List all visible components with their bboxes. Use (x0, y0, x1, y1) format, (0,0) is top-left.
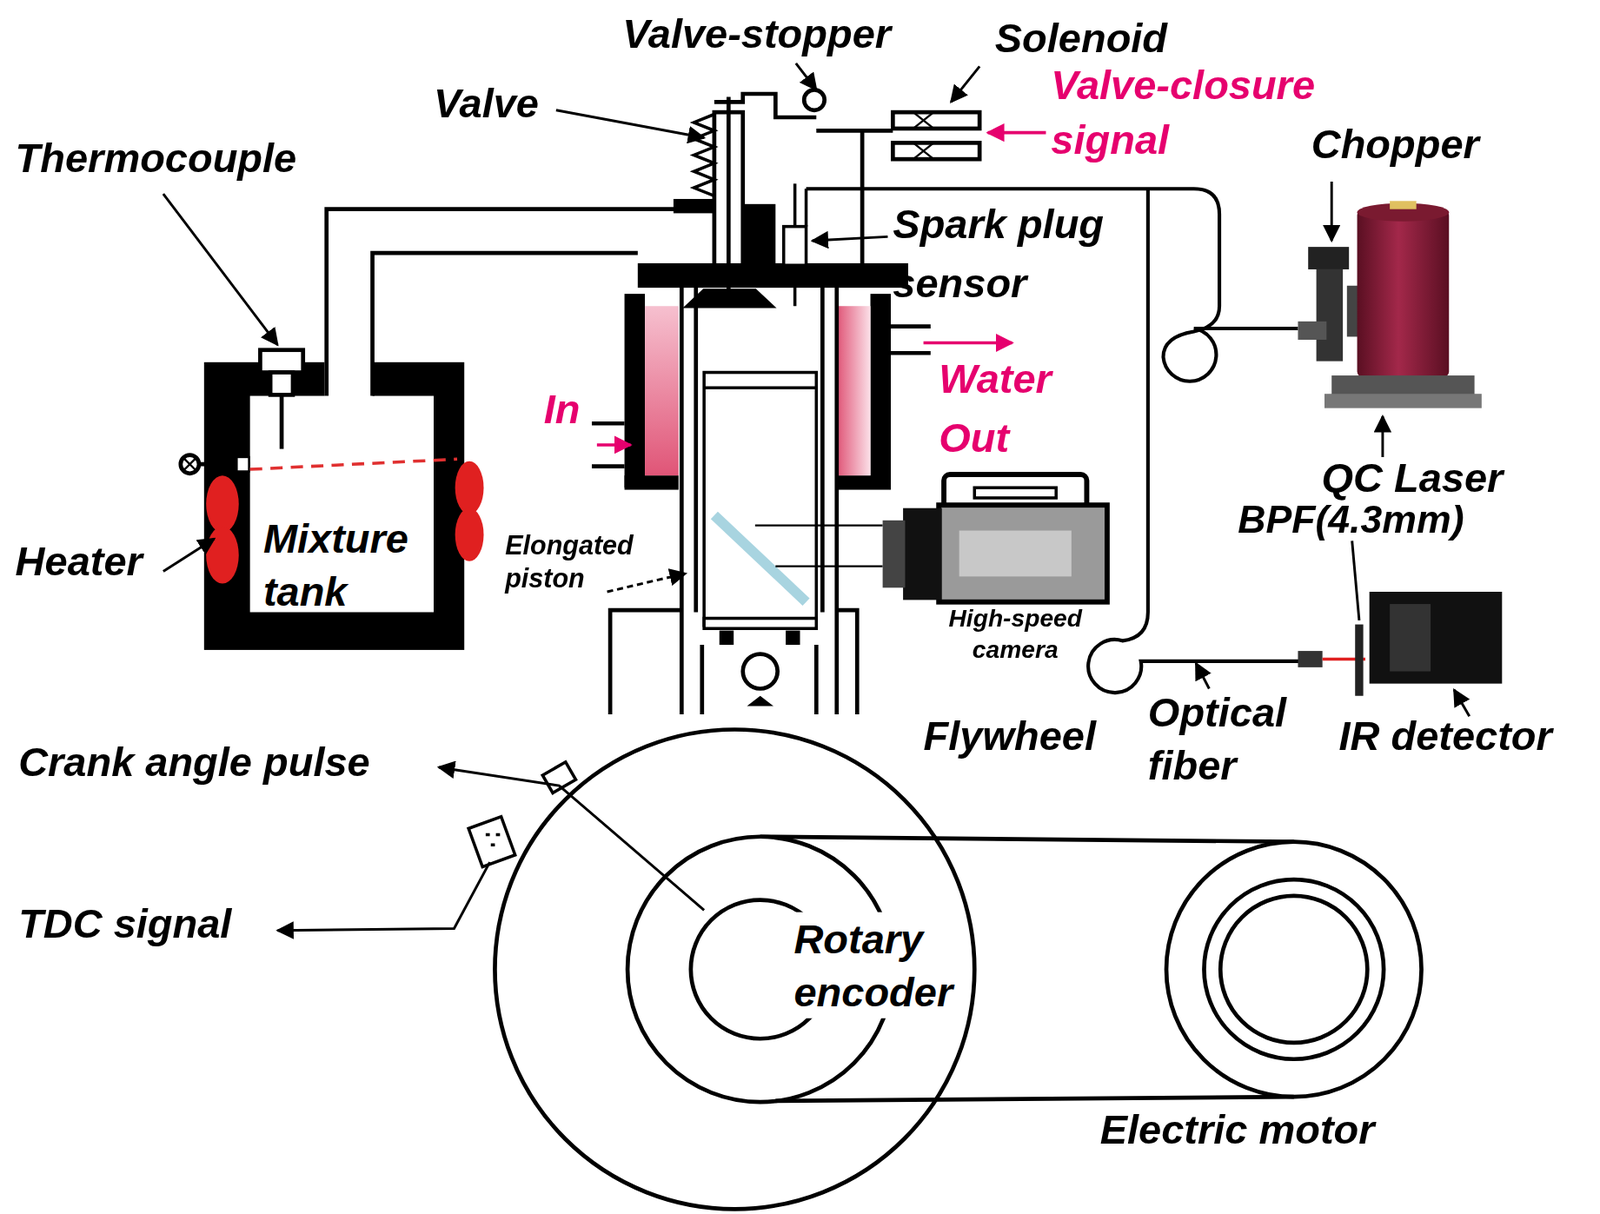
part-label: Crank angle pulse (18, 736, 371, 789)
part-label: High-speed camera (913, 602, 1118, 666)
part-label: Electric motor (1100, 1103, 1375, 1156)
part-label: Solenoid (995, 12, 1168, 64)
part-label: QC Laser (1321, 451, 1503, 504)
part-label: Valve (433, 77, 539, 129)
part-label: Optical fiber (1148, 685, 1322, 792)
tank-chamber: Mixture tank (255, 398, 439, 613)
rotary-encoder: Rotary encoder (627, 836, 893, 1103)
part-label: IR detector (1338, 710, 1552, 762)
part-label: TDC signal (18, 897, 232, 950)
part-label: In (544, 383, 581, 435)
part-label: Spark plug sensor (892, 193, 1149, 313)
part-label: Water Out (938, 349, 1113, 468)
part-label: BPF(4.3mm) (1237, 496, 1464, 545)
part-label: Heater (15, 535, 143, 587)
part-label: Valve-stopper (622, 7, 891, 60)
part-label: Flywheel (923, 710, 1096, 762)
part-label: Chopper (1311, 118, 1480, 170)
node-label: Rotary encoder (790, 912, 957, 1019)
part-label: Elongated piston (504, 528, 669, 595)
part-label: Thermocouple (15, 132, 298, 185)
node-label: Mixture tank (263, 511, 439, 618)
